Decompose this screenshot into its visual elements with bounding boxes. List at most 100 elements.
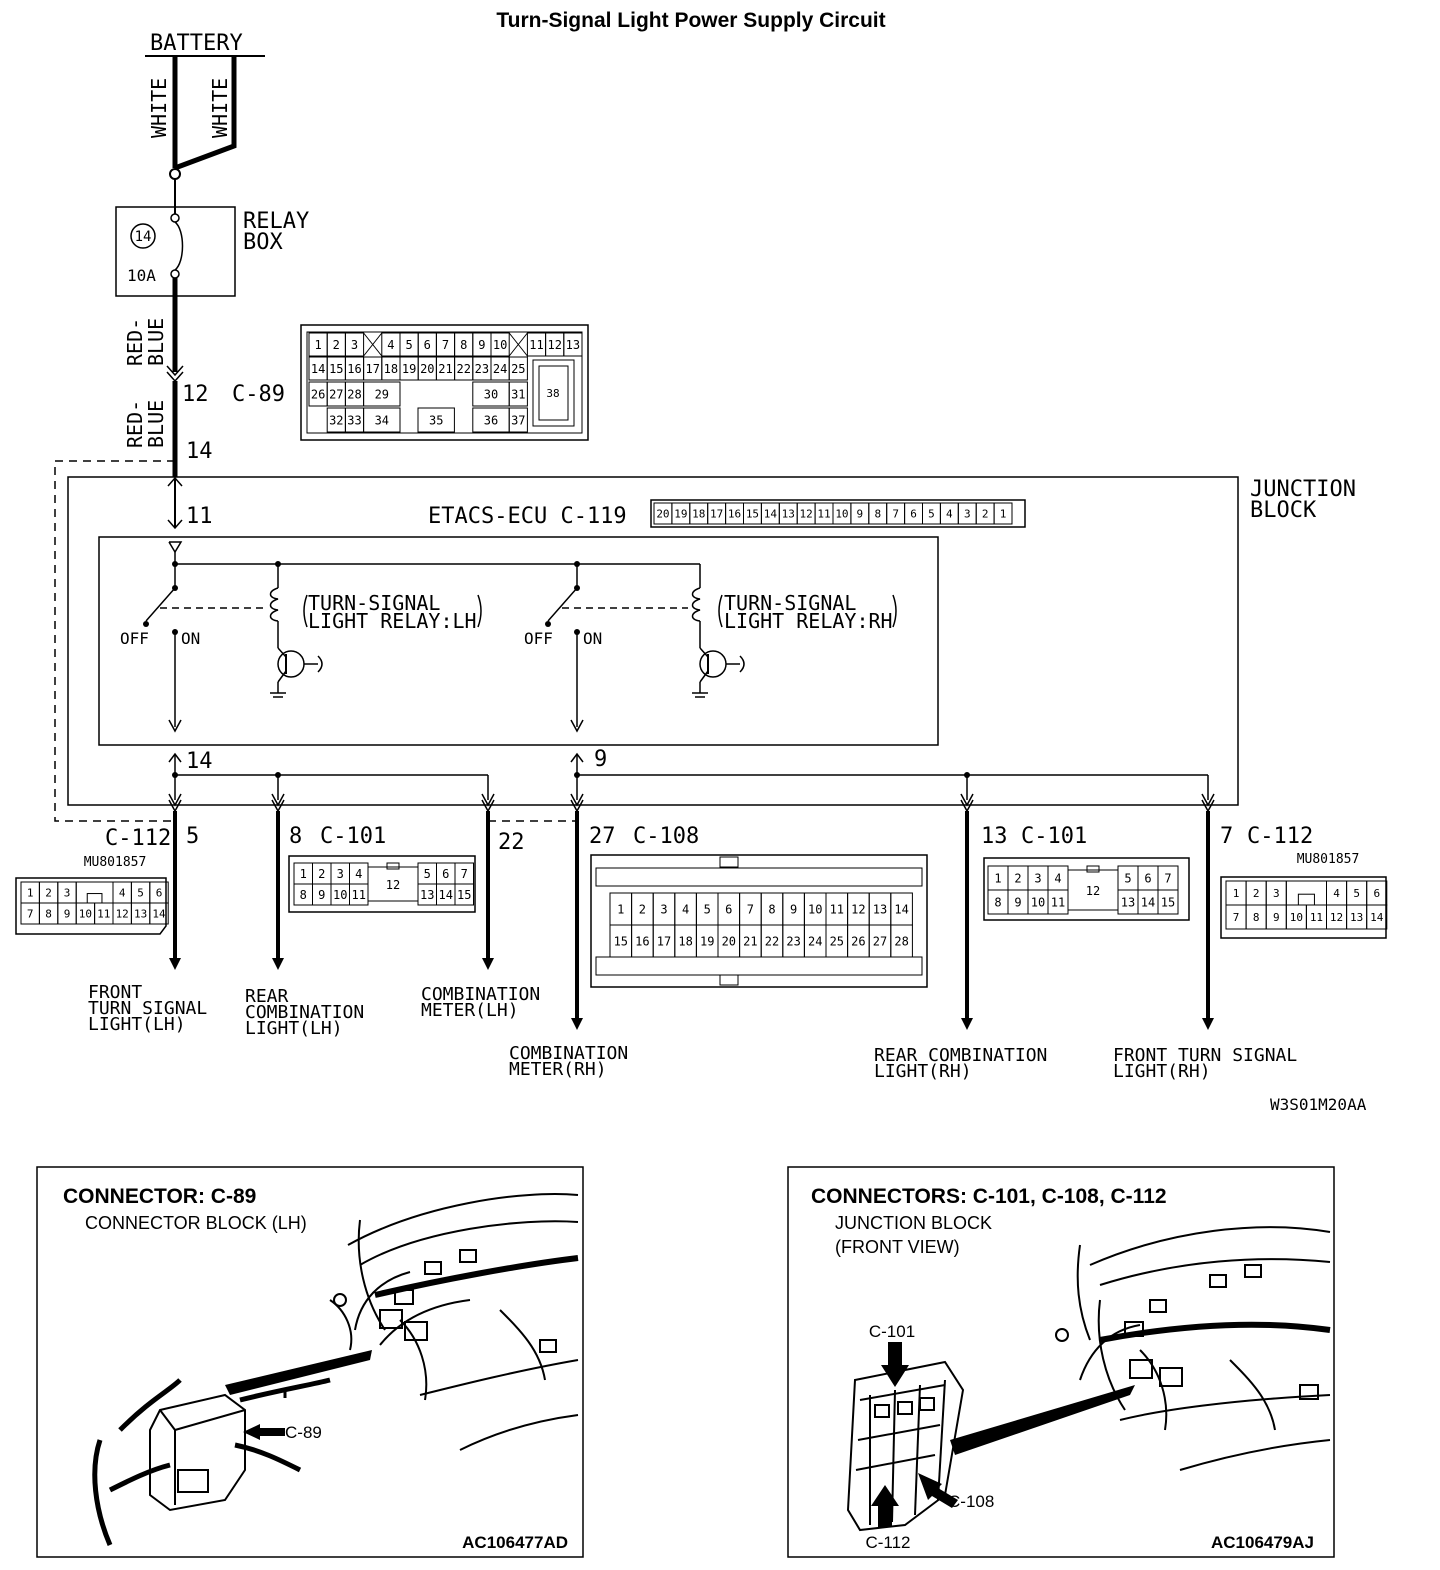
c112-rh-part: MU801857 (1297, 852, 1360, 867)
c112-lh-pin-label: 9 (64, 907, 71, 920)
locator-panel-junction-block: CONNECTORS: C-101, C-108, C-112 JUNCTION… (787, 1166, 1335, 1558)
c101-lh-pin-label: 13 (420, 888, 434, 902)
c101-rh-pin-label: 1 (994, 871, 1001, 885)
dashboard-illustration-left (92, 1193, 579, 1546)
c89-pin-label: 5 (405, 338, 412, 352)
c108-pin-label: 16 (635, 934, 649, 948)
c108-pin-label: 13 (873, 902, 887, 916)
c112-lh-connector: C-112 (105, 826, 171, 851)
c101-lh-pin: 8 (289, 824, 302, 849)
c89-pin-label: 21 (438, 362, 452, 376)
c89-pin-label: 11 (529, 338, 543, 352)
c108-pin: 27 (589, 824, 616, 849)
c119-pin-label: 2 (982, 507, 989, 520)
c119-pin-cell (993, 502, 1013, 525)
output-wire-5 (960, 793, 974, 1030)
c101-lh-pin-label: 1 (300, 867, 307, 881)
c89-pin-label: 18 (384, 362, 398, 376)
c101-rh-connector: C-101 (1021, 824, 1087, 849)
c119-pin-label: 8 (874, 507, 881, 520)
c112-lh-pin-label: 3 (64, 886, 71, 899)
c112-rh-pin-label: 3 (1273, 887, 1280, 900)
c108-pin-label: 7 (747, 902, 754, 916)
c101-rh-pin-label: 15 (1161, 895, 1175, 909)
relay-box-label-1: RELAY (243, 209, 309, 234)
turn-signal-relay-rh: TURN-SIGNAL LIGHT RELAY:RH OFF ON (524, 561, 897, 733)
c89-pin-label: 10 (493, 338, 507, 352)
c112-rh-pin-label: 14 (1370, 911, 1384, 924)
c89-pin-label: 4 (387, 338, 394, 352)
c119-pin-label: 11 (817, 507, 830, 520)
leader-wedge-right (950, 1385, 1135, 1455)
arrow-down-icon (1202, 1018, 1214, 1030)
c108-pin-cell (890, 924, 913, 958)
ecu-pin-14: 14 (186, 749, 213, 774)
c119-pin-label: 15 (746, 507, 759, 520)
c101-lh-pin-label: 7 (461, 867, 468, 881)
c101-lh-pin-label: 2 (318, 867, 325, 881)
c89-pin-label: 8 (460, 338, 467, 352)
c101-rh-pin-label: 3 (1034, 871, 1041, 885)
c112-lh-pin-label: 8 (45, 907, 52, 920)
c89-label: C-89 (232, 382, 285, 407)
relay-rh-off: OFF (524, 629, 553, 648)
c89-pin-label: 14 (311, 362, 325, 376)
c89-pin-label: 25 (511, 362, 525, 376)
c112-rh-pin-label: 10 (1290, 911, 1303, 924)
c89-pin-cell (508, 381, 528, 407)
relay-lh-on: ON (181, 629, 200, 648)
c101-rh-pin-label: 6 (1144, 871, 1151, 885)
c89-pin-label: 3 (351, 338, 358, 352)
fuse-rating: 10A (127, 266, 156, 285)
c112-rh-connector: C-112 (1247, 824, 1313, 849)
c108-pin-label: 25 (830, 934, 844, 948)
arrow-down-icon (482, 958, 494, 970)
c89-pin-label: 9 (478, 338, 485, 352)
c119-pin-label: 20 (656, 507, 669, 520)
c108-pin-label: 22 (765, 934, 779, 948)
front-turn-signal-lh-2: TURN SIGNAL (88, 998, 207, 1019)
connector-boundary-dashed (54, 460, 175, 822)
c112-rh-pin-label: 8 (1253, 911, 1260, 924)
c89-pin-cell (344, 332, 365, 357)
c119-pin-label: 12 (800, 507, 813, 520)
arrow-c89 (243, 1424, 285, 1440)
ecu-input: 11 ETACS-ECU C-119 (167, 476, 627, 530)
c101-lh-pin-cell (454, 883, 474, 906)
ecu-pin-9: 9 (594, 747, 607, 772)
turn-signal-relay-lh: TURN-SIGNAL LIGHT RELAY:LH OFF ON (120, 561, 482, 733)
c108-pin-label: 5 (704, 902, 711, 916)
c108-pin-label: 12 (851, 902, 865, 916)
c112-lh-pin-label: 6 (156, 886, 163, 899)
c101-lh-pin-label: 6 (442, 867, 449, 881)
arrow-down-icon (169, 958, 181, 970)
c119-pin-label: 1 (1000, 507, 1007, 520)
c112-lh-pin-label: 13 (134, 907, 147, 920)
c119-pin-label: 13 (782, 507, 795, 520)
arrow-c108 (918, 1473, 958, 1508)
c119-pin-label: 4 (946, 507, 953, 520)
panel-left-callout: C-89 (285, 1423, 322, 1442)
c89-pin-out: 14 (186, 439, 213, 464)
c89-connection: 12 C-89 14 RED- BLUE (123, 365, 285, 477)
c108-pin-label: 26 (851, 934, 865, 948)
c112-rh-pin-cell (1366, 904, 1388, 930)
c119-pin-label: 16 (728, 507, 741, 520)
c89-pin-label: 30 (484, 387, 498, 401)
relay-box-label-2: BOX (243, 230, 283, 255)
c112-lh-pin-label: 7 (27, 907, 34, 920)
ecu-label: ETACS-ECU C-119 (428, 504, 627, 529)
c108-pin-label: 10 (808, 902, 822, 916)
c101-lh-pin-label: 10 (333, 888, 347, 902)
c112-lh-pin-label: 10 (79, 907, 92, 920)
panel-right-subtitle-1: JUNCTION BLOCK (835, 1213, 992, 1233)
c108-pin-label: 21 (743, 934, 757, 948)
c89-pin-label: 36 (484, 413, 498, 427)
panel-right-code: AC106479AJ (1211, 1533, 1314, 1552)
c101-rh-pin-label: 4 (1054, 871, 1061, 885)
c119-pin-label: 17 (710, 507, 723, 520)
